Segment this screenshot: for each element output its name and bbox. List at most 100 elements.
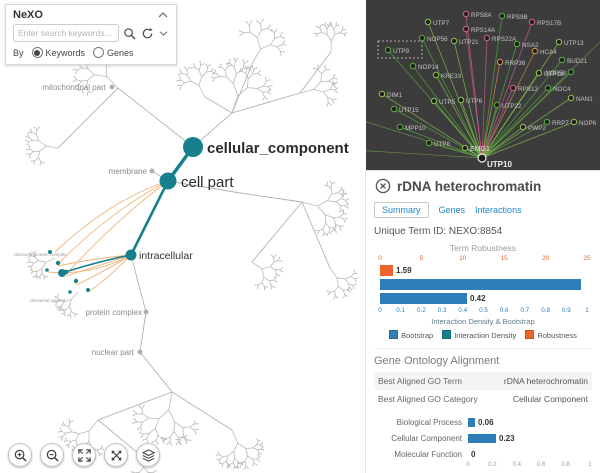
axis-tick: 0 [378,307,382,314]
search-panel: NeXO [5,4,177,65]
gene-node[interactable] [496,58,504,66]
fit-to-screen-button[interactable] [104,443,128,467]
gene-label: UTP22 [502,103,522,110]
gene-node[interactable] [493,101,501,109]
gene-node[interactable] [483,34,491,42]
gene-node[interactable] [543,118,551,126]
radio-keywords-label: Keywords [45,47,86,58]
axis-tick: 0.6 [537,462,546,468]
gene-node[interactable] [555,38,563,46]
gene-node[interactable] [384,46,392,54]
gene-node[interactable] [477,153,487,163]
expand-view-button[interactable] [72,443,96,467]
gene-label: UTP9 [393,48,410,55]
term-title: rDNA heterochromatin [397,178,542,194]
label-protein-complex: protein complex [86,308,142,317]
gene-node[interactable] [424,18,432,26]
node-cellular-component[interactable] [183,137,203,157]
search-button[interactable] [122,26,137,41]
gene-label: RPS13 [518,86,538,93]
layers-button[interactable] [136,443,160,467]
gene-node[interactable] [513,40,521,48]
gene-node[interactable] [498,12,506,20]
gene-node[interactable] [519,123,527,131]
node-cell-part[interactable] [159,172,177,190]
gene-node[interactable] [378,90,386,98]
tab-interactions[interactable]: Interactions [475,205,522,215]
label-mitochondrial-part: mitochondrial part [42,83,106,92]
go-alignment-row: Best Aligned GO Term rDNA heterochromati… [374,372,592,390]
radio-genes-control[interactable] [93,47,105,58]
radio-genes[interactable]: Genes [93,47,134,58]
collapse-panel-button[interactable] [157,10,169,20]
tab-genes[interactable]: Genes [438,205,466,215]
gene-node[interactable] [462,25,470,33]
gene-node[interactable] [461,144,469,152]
gene-node[interactable] [535,69,543,77]
close-detail-button[interactable] [374,177,392,195]
interaction-edge [481,87,514,159]
gene-node[interactable] [432,71,440,79]
interaction-edge [481,121,575,159]
go-row-value: Cellular Component [512,394,588,404]
gene-node[interactable] [418,34,426,42]
gene-node[interactable] [531,47,539,55]
axis-tick: 0.8 [561,462,570,468]
gene-label: UTP7 [433,20,450,27]
label-membrane: membrane [109,167,148,176]
chart-bar [468,433,496,443]
radio-genes-label: Genes [107,47,134,58]
tab-summary[interactable]: Summary [374,202,429,218]
gene-node[interactable] [409,62,417,70]
interaction-edge [481,126,524,159]
gene-node[interactable] [457,96,465,104]
reset-search-button[interactable] [140,26,155,41]
gene-node[interactable] [558,56,566,64]
gene-label: NOC4 [553,86,571,93]
gene-node[interactable] [567,94,575,102]
detail-tabs: Summary Genes Interactions [374,202,592,218]
chart-bar [468,417,475,427]
axis-tick: 0.7 [520,307,530,314]
axis-tick: 0 [466,462,470,468]
gene-node[interactable] [450,37,458,45]
bar-value-label: 1.59 [396,265,412,275]
zoom-out-button[interactable] [40,443,64,467]
axis-tick: 20 [542,255,550,262]
gene-label: MPP10 [405,125,426,132]
interaction-edge [481,72,540,159]
search-input[interactable] [13,24,119,42]
cluster-term-nodes[interactable] [45,250,90,294]
gene-node[interactable] [567,68,575,76]
node-intracellular[interactable] [125,249,137,261]
label-cellular-component: cellular_component [207,140,349,157]
zoom-in-button[interactable] [8,443,32,467]
orange-gene-edges [47,180,169,293]
gene-node[interactable] [570,118,578,126]
radio-keywords-control[interactable] [31,47,43,58]
expand-arrows-icon [77,448,91,462]
gene-node[interactable] [509,84,517,92]
gene-node[interactable] [425,139,433,147]
fit-arrows-icon [110,449,122,461]
gene-node[interactable] [396,123,404,131]
gene-node[interactable] [390,105,398,113]
gene-label: NOP58 [545,70,566,77]
ontology-tree-canvas[interactable]: cellular_component cell part intracellul… [0,0,365,473]
search-options-button[interactable] [158,29,169,38]
search-mode-group: By Keywords Genes [13,47,169,58]
interaction-edge [481,104,498,159]
gene-label: UTP15 [399,107,419,114]
interaction-edge [465,28,483,159]
axis-tick: 0.6 [499,307,509,314]
gene-node[interactable] [528,18,536,26]
gene-node[interactable] [544,84,552,92]
axis-tick: 10 [459,255,467,262]
radio-keywords[interactable]: Keywords [31,47,86,58]
gene-node[interactable] [430,97,438,105]
gene-node[interactable] [462,10,470,18]
